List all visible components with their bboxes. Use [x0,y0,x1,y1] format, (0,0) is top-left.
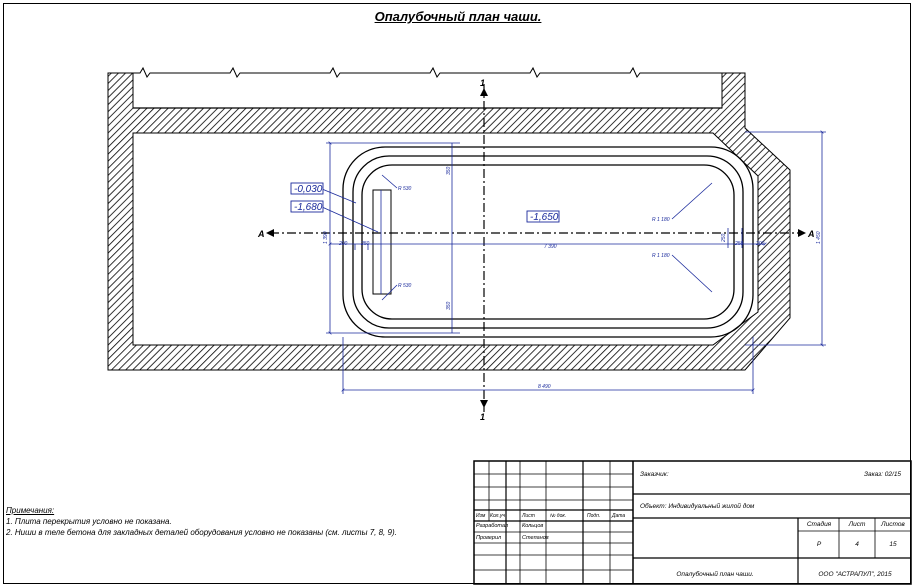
bowl-step-left [372,189,392,295]
drawing-notes: Примечания: 1. Плита перекрытия условно … [6,505,397,538]
dim-left-step: 250 [360,241,370,247]
dim-right-mid: 250 [721,233,727,243]
sheet-value: 4 [855,541,859,548]
dim-overall-width: 1 450 [816,231,822,244]
checked-name: Степанов [522,535,549,541]
dim-left-part: 200 [338,241,348,247]
concrete-wall-hatched [107,72,791,371]
level-bottom: -1,650 [530,212,559,223]
notes-heading: Примечания: [6,506,55,515]
col-header-date: Дата [612,513,626,519]
drawing-frame [3,3,911,584]
stage-value: Р [816,541,822,548]
title-block-grid [473,460,912,585]
developed-label: Разработал [476,523,509,529]
bowl-outline-mid [352,155,744,329]
col-header-izm: Изм [476,513,486,519]
dim-vert-top: 350 [446,166,452,175]
level-top-inner: -1,680 [294,202,323,213]
section-mark-right: А [807,229,815,239]
dim-right-part: 200 [755,241,765,247]
note-item: 1. Плита перекрытия условно не показана. [6,517,172,526]
dim-overall-length: 8 490 [538,384,551,390]
col-header-sign: Подп. [587,513,601,519]
section-mark-top: 1 [480,78,485,88]
level-top-outer: -0,030 [294,184,323,195]
dim-vert-bottom: 350 [446,301,452,310]
drawing-title: Опалубочный план чаши. [374,9,542,24]
company-name: ООО "АСТРАПУЛ", 2015 [818,571,892,578]
checked-label: Проверил [476,535,502,541]
bowl-outline-outer [342,146,754,338]
bowl-outline-inner [361,164,735,320]
section-mark-bottom: 1 [480,412,485,422]
order-number: Заказ: 02/15 [864,471,902,478]
dim-right-step: 250 [734,241,744,247]
section-mark-left: А [257,229,265,239]
sheet-label: Лист [848,521,866,528]
sheets-label: Листов [881,521,905,528]
dim-radius-left-top: R 530 [398,186,412,192]
dim-radius-right-top: R 1 180 [652,217,670,223]
dimension-lines [321,132,826,394]
col-header-list: Лист [522,513,535,519]
object-name: Объект: Индивидуальный жилой дом [640,503,755,510]
stage-label: Стадия [806,521,832,528]
dim-radius-left-bottom: R 530 [398,283,412,289]
note-item: 2. Ниши в теле бетона для закладных дета… [6,528,397,537]
dim-left-height: 1 390 [323,231,329,244]
developed-name: Кольцов [522,523,544,529]
dim-radius-right-bottom: R 1 180 [652,253,670,259]
drawing-name: Опалубочный план чаши. [676,571,754,578]
col-header-kol: Кол.уч [490,513,505,519]
dim-inner-length: 7 390 [544,244,557,250]
customer-label: Заказчик: [640,471,669,478]
break-line [108,66,745,78]
col-header-doc: № док. [550,513,567,519]
sheets-value: 15 [889,541,897,548]
